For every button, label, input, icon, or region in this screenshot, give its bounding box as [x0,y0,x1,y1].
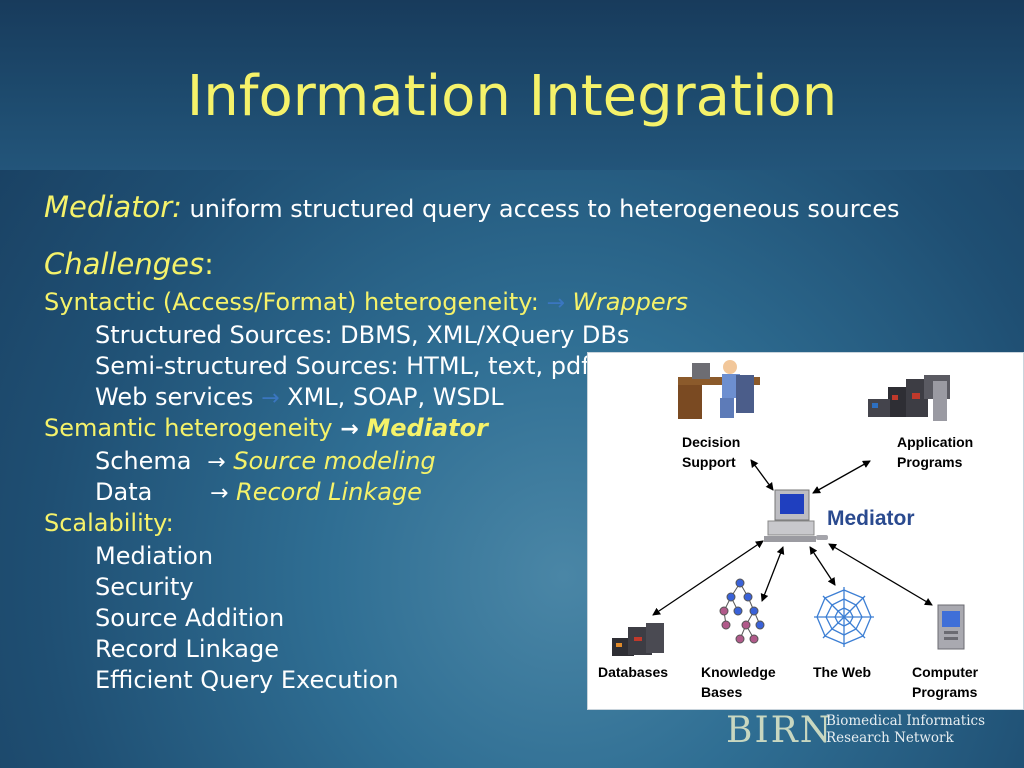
arrow-icon: → [209,481,229,506]
schema-result: Source modeling [233,447,436,475]
knowledge-bases-icon [719,578,765,644]
scalability-item: Source Addition [95,604,285,632]
application-programs-icon [868,375,950,421]
challenges-colon: : [204,247,214,281]
scalability-item: Mediation [95,542,214,570]
scalability-item: Record Linkage [95,635,279,663]
syntactic-item: Web services [95,383,254,411]
computer-programs-label: Computer Programs [912,662,978,702]
org-line: Biomedical Informatics [826,713,986,729]
mediator-definition: uniform structured query access to heter… [189,195,900,223]
schema-line: Schema → Source modeling [95,446,436,478]
semantic-line: Semantic heterogeneity → Mediator [44,413,488,445]
syntactic-result: Wrappers [572,288,689,316]
schema-label: Schema [95,447,192,475]
knowledge-bases-label: Knowledge Bases [701,662,776,702]
label-line: Programs [897,454,963,470]
decision-support-icon [678,360,760,419]
diagram-graphics [612,360,965,656]
computer-programs-icon [937,604,965,650]
mediator-computer-icon [764,489,828,542]
label-line: Computer [912,664,979,680]
data-label: Data [95,478,153,506]
org-line: Research Network [826,730,954,746]
syntactic-item: Structured Sources: DBMS, XML/XQuery DBs [95,321,630,349]
arrow-icon: → [261,386,280,411]
arrow-icon: → [546,291,565,316]
arrow-icon: → [207,450,226,475]
scalability-item: Security [95,573,194,601]
web-icon [814,587,874,647]
arrow-icon: → [340,417,359,442]
birn-organization-name: Biomedical Informatics Research Network [826,713,985,747]
connector-arrows [652,459,933,616]
mediator-definition-line: Mediator: uniform structured query acces… [44,192,900,224]
slide-title: Information Integration [186,64,838,129]
syntactic-item: Semi-structured Sources: HTML, text, pdf [95,352,590,380]
challenges-heading: Challenges: [44,249,214,281]
mediator-diagram: Mediator Decision Support Application Pr… [587,352,1024,710]
label-line: Support [682,454,736,470]
application-programs-label: Application Programs [897,432,973,472]
title-bar [0,0,1024,170]
label-line: Application [897,434,974,450]
web-services-line: Web services → XML, SOAP, WSDL [95,382,504,414]
challenges-term: Challenges [44,247,205,281]
label-line: Bases [701,684,743,700]
label-line: Decision [682,434,741,450]
databases-icon [612,623,664,656]
label-line: Programs [912,684,978,700]
databases-label: Databases [598,664,669,680]
data-line: Data → Record Linkage [95,477,422,509]
syntactic-colon: : [530,288,539,316]
birn-logo: BIRN [726,710,834,751]
mediator-label: Mediator [827,507,915,530]
the-web-label: The Web [813,664,872,680]
scalability-item: Efficient Query Execution [95,666,399,694]
syntactic-line: Syntactic (Access/Format) heterogeneity:… [44,287,688,319]
syntactic-label: Syntactic (Access/Format) heterogeneity [44,288,531,316]
scalability-label: Scalability: [44,509,174,537]
semantic-label: Semantic heterogeneity [44,414,333,442]
decision-support-label: Decision Support [682,432,740,472]
data-result: Record Linkage [236,478,422,506]
mediator-term: Mediator: [44,190,182,224]
web-services-result: XML, SOAP, WSDL [287,383,504,411]
label-line: Knowledge [701,664,776,680]
semantic-result: Mediator [366,414,488,442]
